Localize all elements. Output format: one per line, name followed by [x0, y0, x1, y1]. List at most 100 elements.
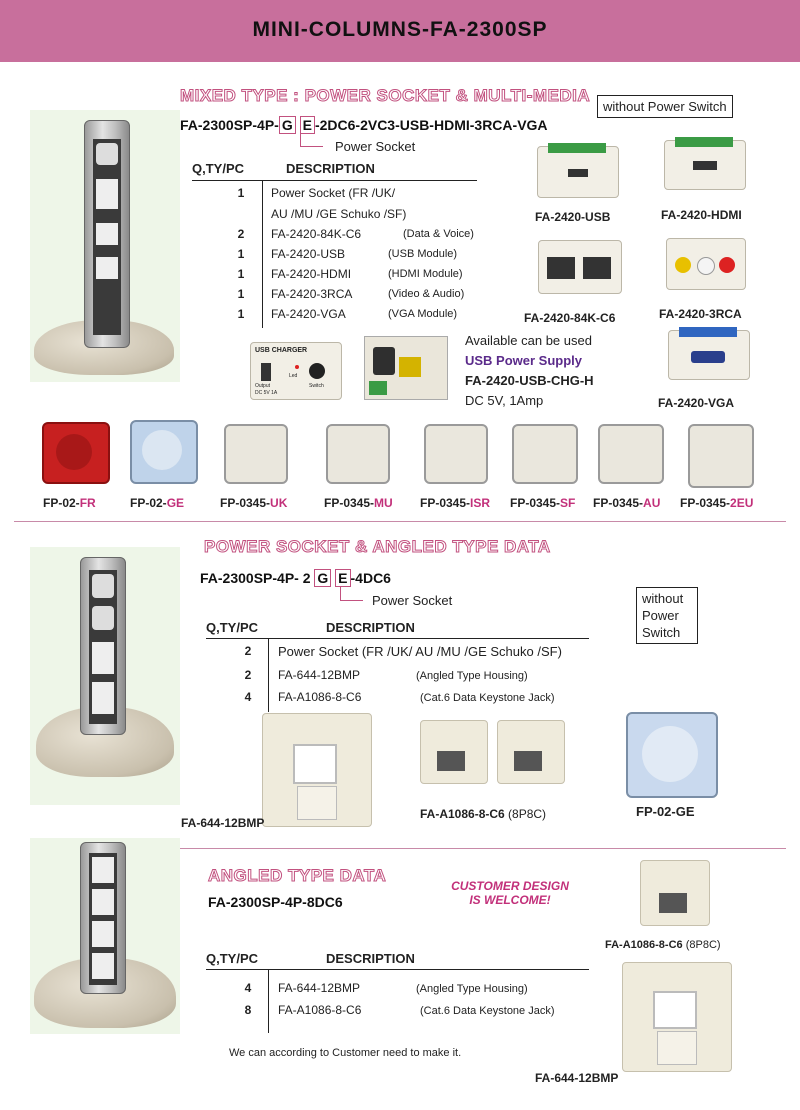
terminal-block	[548, 143, 606, 153]
terminal-block	[369, 381, 387, 395]
section1-col-qty: Q,TY/PC	[192, 161, 245, 176]
s3-row2-qty: 8	[244, 1003, 252, 1017]
s3-housing-label: FA-644-12BMP	[535, 1071, 619, 1085]
socket-label-au: FP-0345-AU	[593, 496, 660, 510]
angled-housing-image	[262, 713, 372, 827]
socket-face	[56, 434, 92, 470]
s1-row6-note: (VGA Module)	[388, 308, 458, 320]
housing-door	[297, 786, 337, 820]
rca-module-image	[666, 238, 746, 290]
section3-table-rule	[206, 969, 589, 970]
note-line: without	[642, 591, 684, 606]
data-module	[92, 953, 114, 979]
page-title: MINI-COLUMNS-FA-2300SP	[252, 18, 548, 41]
option-e-box: E	[299, 116, 315, 134]
terminal-block	[679, 327, 737, 337]
socket-suffix: UK	[270, 496, 288, 510]
socket-suffix: GE	[166, 496, 185, 510]
vga-port	[691, 351, 725, 363]
available-line1: Available can be used	[465, 333, 592, 348]
s2-socket-label: FP-02-GE	[636, 804, 695, 819]
socket-label-sf: FP-0345-SF	[510, 496, 575, 510]
module-label-84k: FA-2420-84K-C6	[524, 311, 616, 325]
model-prefix: FA-2300SP-4P- 2	[200, 570, 311, 586]
header-banner	[0, 0, 800, 62]
jack-note: (8P8C)	[508, 807, 547, 821]
rca-white	[697, 257, 715, 275]
module-label-usb: FA-2420-USB	[535, 210, 611, 224]
module-label-3rca: FA-2420-3RCA	[659, 307, 742, 321]
socket-label-mu: FP-0345-MU	[324, 496, 393, 510]
socket-prefix: FP-0345-	[420, 496, 471, 510]
section2-col-desc: DESCRIPTION	[326, 620, 415, 635]
charger-led-label: Led	[289, 373, 298, 379]
charger-usb-port	[261, 363, 271, 381]
s1-row3-qty: 1	[237, 247, 245, 261]
charger-output: Output	[255, 383, 271, 389]
data-module	[92, 642, 114, 674]
column-slot	[89, 570, 117, 724]
s3-row1-qty: 4	[244, 981, 252, 995]
section3-title: ANGLED TYPE DATA	[207, 866, 387, 886]
note-line: Switch	[642, 625, 681, 640]
rca-red	[719, 257, 735, 273]
socket-suffix: SF	[560, 496, 576, 510]
charger-dc: DC 5V 1A	[255, 390, 278, 396]
data-module	[92, 889, 114, 915]
housing-opening	[653, 991, 697, 1029]
socket-label-uk: FP-0345-UK	[220, 496, 287, 510]
socket-isr-image	[424, 424, 488, 484]
data-module	[92, 921, 114, 947]
socket-label-fr: FP-02-FR	[43, 496, 96, 510]
column-body	[84, 120, 130, 348]
socket-module	[92, 574, 114, 598]
customer-line: IS WELCOME!	[469, 893, 551, 907]
usb-port	[568, 169, 588, 177]
section2-model-code: FA-2300SP-4P- 2 G E-4DC6	[200, 569, 391, 587]
charger-switch	[309, 363, 325, 379]
column-photo-1	[30, 110, 180, 382]
section-divider-2	[146, 848, 786, 849]
customer-design-note: CUSTOMER DESIGN IS WELCOME!	[445, 879, 575, 907]
s1-row2-note: (Data & Voice)	[403, 228, 474, 240]
socket-suffix: ISR	[470, 496, 491, 510]
option-g-box: G	[314, 569, 332, 587]
keystone-jack-image	[497, 720, 565, 784]
s2-row3-desc: FA-A1086-8-C6	[278, 690, 362, 704]
usb-charger-image: USB CHARGER Output DC 5V 1A Led Switch	[250, 342, 342, 400]
section1-title: MIXED TYPE : POWER SOCKET & MULTI-MEDIA	[179, 86, 591, 106]
s2-housing-label: FA-644-12BMP	[181, 816, 265, 830]
socket-fr-image	[42, 422, 110, 484]
option-bracket	[340, 587, 363, 601]
usb-module-image	[537, 143, 619, 198]
s1-row6-desc: FA-2420-VGA	[271, 307, 346, 321]
socket-prefix: FP-02-	[130, 496, 167, 510]
available-line2: USB Power Supply	[465, 353, 583, 368]
socket-suffix: FR	[79, 496, 96, 510]
section1-table-rule	[192, 180, 477, 181]
socket-face	[642, 726, 698, 782]
socket-2eu-image	[688, 424, 754, 488]
s1-row3-desc: FA-2420-USB	[271, 247, 346, 261]
usb-charger-back-image	[364, 336, 448, 400]
s1-row6-qty: 1	[237, 307, 245, 321]
keystone-jack-image	[420, 720, 488, 784]
option-bracket	[300, 134, 323, 147]
hdmi-module-image	[664, 137, 746, 190]
available-line3: FA-2420-USB-CHG-H	[465, 373, 594, 388]
s1-row5-qty: 1	[237, 287, 245, 301]
s3-row1-desc: FA-644-12BMP	[278, 981, 361, 995]
s1-row1-desc: Power Socket (FR /UK/	[271, 186, 396, 200]
section2-table-rule	[206, 638, 589, 639]
column-slot	[89, 853, 117, 985]
data-module	[92, 682, 114, 714]
socket-ge-image	[130, 420, 198, 484]
socket-prefix: FP-02-	[43, 496, 80, 510]
note-line: Power	[642, 608, 679, 623]
angled-housing-image-3	[622, 962, 732, 1072]
housing-opening	[293, 744, 337, 784]
socket-label-isr: FP-0345-ISR	[420, 496, 490, 510]
capacitor	[373, 347, 395, 375]
s3-row2-note: (Cat.6 Data Keystone Jack)	[420, 1005, 555, 1017]
socket-mu-image	[326, 424, 390, 484]
